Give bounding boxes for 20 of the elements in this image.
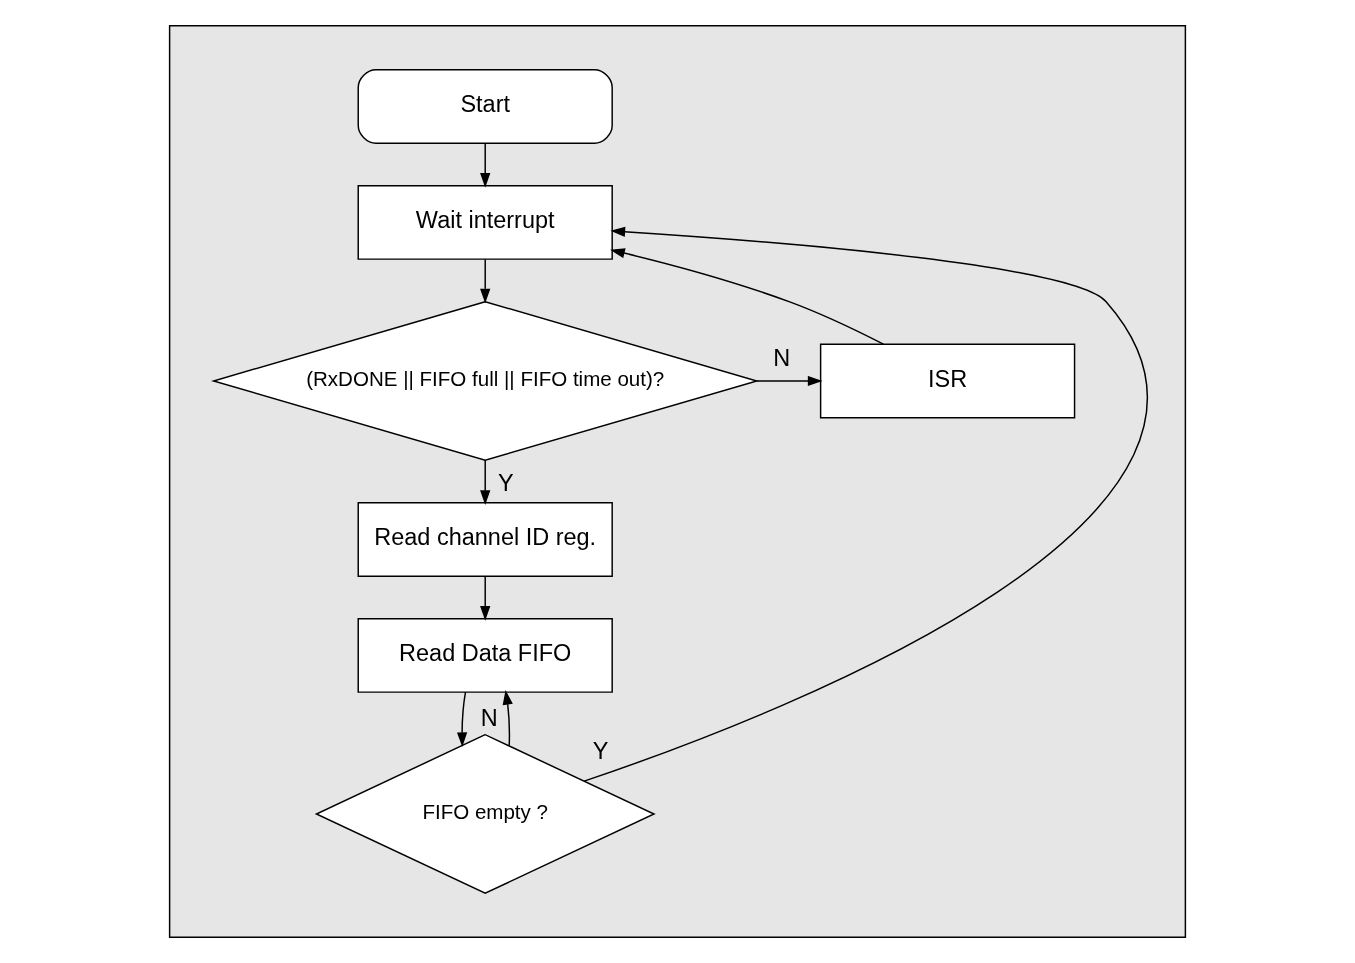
node-box: Start (357, 69, 613, 144)
edge-label: N (480, 704, 498, 731)
cluster (168, 25, 1187, 938)
arrow (610, 248, 885, 345)
node-box: Wait interrupt (357, 185, 613, 260)
node-box: Read Data FIFO (357, 618, 613, 693)
arrow (480, 575, 491, 621)
edge-label: Y (592, 737, 609, 764)
edge-label: N (773, 344, 791, 371)
arrow (480, 459, 491, 505)
node-diamond: (RxDONE || FIFO full || FIFO time out)? (210, 300, 760, 461)
node-box: Read channel ID reg. (357, 502, 613, 577)
node-box: ISR (819, 343, 1076, 419)
arrow (756, 375, 823, 387)
arrow (502, 690, 513, 747)
arrow (456, 691, 468, 748)
edge-label: Y (498, 469, 514, 496)
arrow (583, 226, 1148, 782)
arrow (480, 258, 491, 304)
arrow (480, 142, 491, 188)
